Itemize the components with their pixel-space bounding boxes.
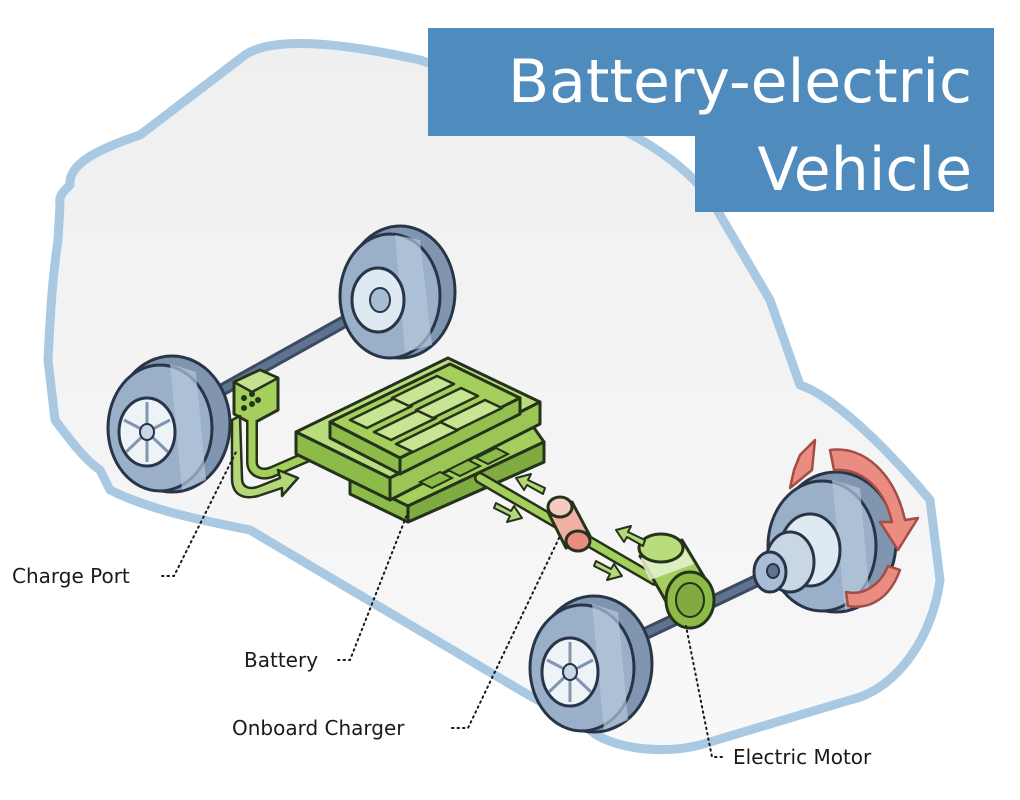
flow-arrow-to-motor-icon — [593, 560, 623, 581]
motor-coupling-hub — [752, 530, 816, 594]
front-left-wheel — [528, 594, 654, 734]
charge-port-label: Charge Port — [12, 564, 130, 588]
charge-port — [232, 368, 280, 426]
battery-cells — [348, 374, 504, 454]
electric-motor — [637, 532, 716, 630]
charge-port-leader — [161, 451, 237, 577]
battery-lower-cells — [417, 446, 511, 490]
energy-flow-arrows — [493, 473, 646, 581]
electric-motor-label: Electric Motor — [733, 745, 872, 769]
title-line-2: Vehicle — [695, 128, 994, 212]
charging-flow-arrow-icon — [230, 414, 300, 499]
flow-arrow-to-battery-icon — [515, 473, 546, 495]
onboard-charger-label: Onboard Charger — [232, 716, 405, 740]
leader-lines — [161, 451, 723, 758]
battery-leader — [337, 511, 409, 661]
onboard-charger-leader — [451, 535, 561, 729]
title-line-1: Battery-electric — [428, 28, 994, 136]
rear-left-wheel — [106, 354, 232, 494]
onboard-charger — [546, 495, 592, 553]
electric-motor-leader — [685, 625, 723, 758]
flow-arrow-to-charger-icon — [493, 502, 523, 523]
battery-label: Battery — [244, 648, 319, 672]
rear-right-wheel — [338, 224, 457, 360]
wheel-rotation-arrows-icon — [788, 438, 920, 608]
flow-arrow-from-motor-icon — [615, 525, 646, 547]
